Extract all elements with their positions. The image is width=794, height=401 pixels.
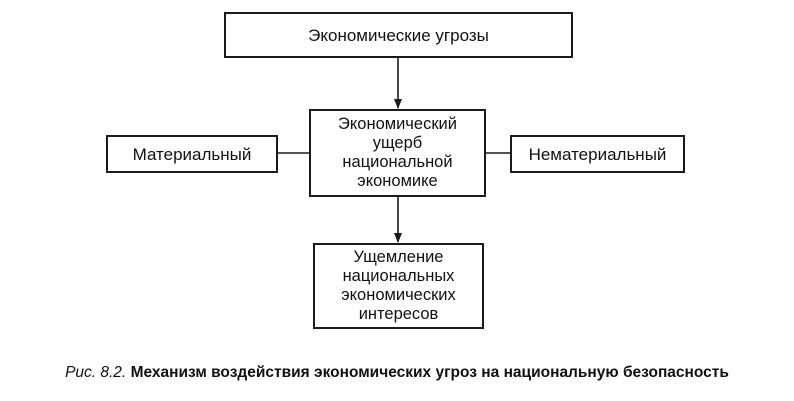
figure-title: Механизм воздействия экономических угроз… (130, 364, 729, 381)
node-economic-damage-line-2: ущерб (372, 134, 423, 152)
figure-number: Рис. 8.2. (65, 364, 127, 381)
node-infringement-line-4: интересов (358, 305, 439, 323)
node-economic-damage-line-3: национальной (342, 153, 453, 171)
node-nonmaterial-label: Нематериальный (528, 144, 667, 164)
figure-caption: Рис. 8.2. Механизм воздействия экономиче… (0, 364, 794, 382)
node-infringement-line-3: экономических (341, 286, 456, 304)
node-economic-damage: Экономический ущерб национальной экономи… (309, 109, 486, 197)
node-infringement-line-1: Ущемление (353, 248, 444, 266)
node-economic-threats-label: Экономические угрозы (308, 25, 489, 45)
node-economic-damage-line-4: экономике (357, 172, 438, 190)
node-economic-damage-line-1: Экономический (338, 115, 457, 133)
node-nonmaterial: Нематериальный (510, 135, 685, 173)
node-material-label: Материальный (132, 144, 252, 164)
node-economic-threats: Экономические угрозы (224, 12, 573, 58)
node-infringement-of-interests: Ущемление национальных экономических инт… (313, 243, 484, 329)
node-material: Материальный (106, 135, 278, 173)
node-infringement-line-2: национальных (342, 267, 455, 285)
